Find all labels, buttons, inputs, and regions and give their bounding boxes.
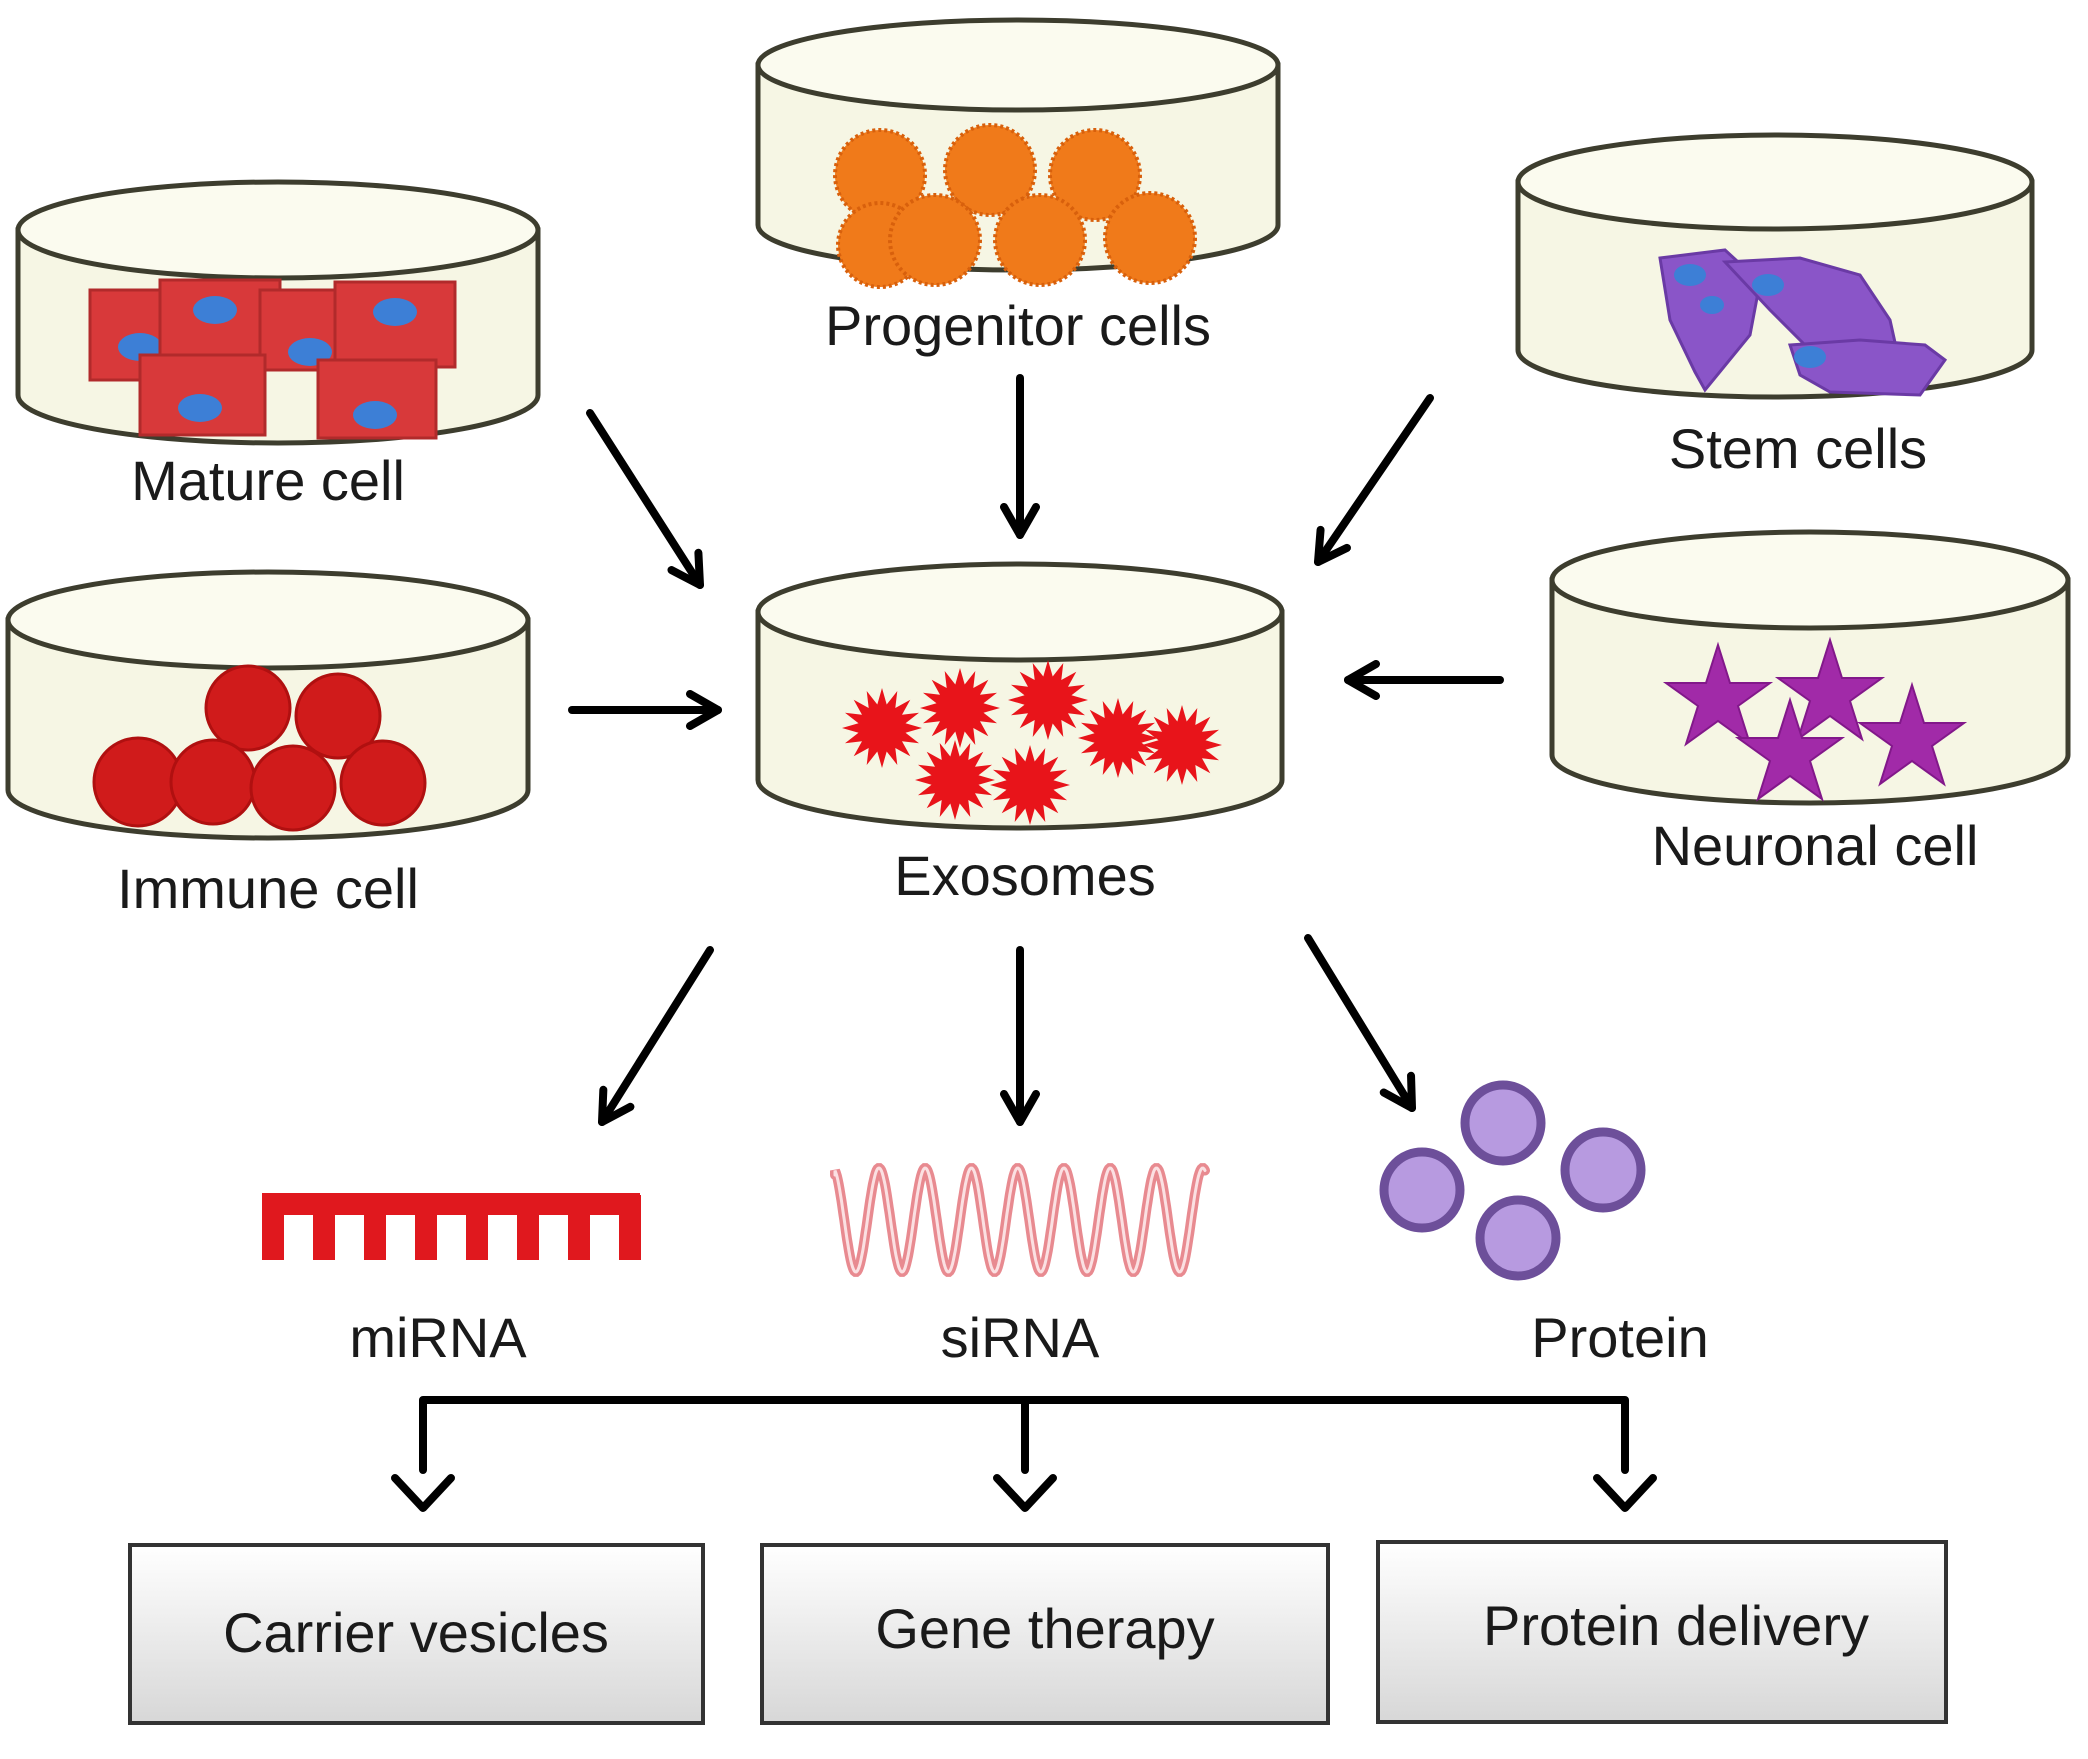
exosomes-icon [842, 660, 1222, 825]
stem-cells-dish: Stem cells [1515, 132, 2035, 480]
exosome-particle [915, 740, 995, 820]
exosome-particle [1142, 705, 1222, 785]
stem-cells-label: Stem cells [1669, 417, 1927, 480]
progenitor-cells-icon [833, 123, 1197, 289]
progenitor-cells-label: Progenitor cells [825, 294, 1211, 357]
neuronal-cell-dish: Neuronal cell [1549, 529, 2071, 877]
mirna-tooth [364, 1195, 386, 1260]
arrow-mature-to-exosomes [586, 409, 704, 589]
mirna-tooth [313, 1195, 335, 1260]
mature-cell-icon [88, 278, 457, 440]
mirna-tooth [262, 1195, 284, 1260]
gene-therapy-box: Gene therapy [760, 1543, 1330, 1725]
arrow-exosomes-to-mirna [598, 946, 714, 1126]
gene-therapy-label: Gene therapy [875, 1597, 1214, 1660]
progenitor-cells-dish: Progenitor cells [755, 17, 1281, 357]
exosome-particle [1008, 660, 1088, 740]
immune-cell-label: Immune cell [117, 857, 419, 920]
mirna-tooth [619, 1195, 641, 1260]
protein-icon [1379, 1080, 1646, 1281]
arrow-stem-to-exosomes [1314, 394, 1434, 566]
sirna-icon [830, 1163, 1210, 1277]
exosome-particle [990, 745, 1070, 825]
mirna-icon [262, 1193, 641, 1260]
protein-label: Protein [1531, 1306, 1708, 1369]
exosome-particle [920, 668, 1000, 748]
neuronal-cell-icon [1662, 636, 1968, 802]
carrier-vesicles-box: Carrier vesicles [128, 1543, 705, 1725]
neuronal-cell-label: Neuronal cell [1652, 814, 1979, 877]
mirna-tooth [568, 1195, 590, 1260]
immune-cell-dish: Immune cell [5, 569, 531, 920]
sirna-label: siRNA [941, 1306, 1100, 1369]
mirna-tooth [466, 1195, 488, 1260]
protein-delivery-box: Protein delivery [1376, 1540, 1948, 1724]
exosome-particle [1078, 698, 1158, 778]
carrier-vesicles-label: Carrier vesicles [223, 1601, 609, 1664]
mature-cell-dish: Mature cell [15, 179, 541, 512]
exosomes-dish: Exosomes [755, 561, 1285, 907]
mirna-tooth [415, 1195, 437, 1260]
bracket-connector [391, 1396, 1657, 1512]
mature-cell-label: Mature cell [131, 449, 405, 512]
mirna-tooth [517, 1195, 539, 1260]
mirna-label: miRNA [349, 1306, 527, 1369]
exosome-particle [842, 688, 922, 768]
arrow-exosomes-to-protein [1304, 934, 1416, 1112]
protein-delivery-label: Protein delivery [1483, 1594, 1869, 1657]
stem-cells-icon [1658, 248, 1948, 397]
exosomes-label: Exosomes [894, 844, 1155, 907]
immune-cell-icon [92, 664, 427, 832]
